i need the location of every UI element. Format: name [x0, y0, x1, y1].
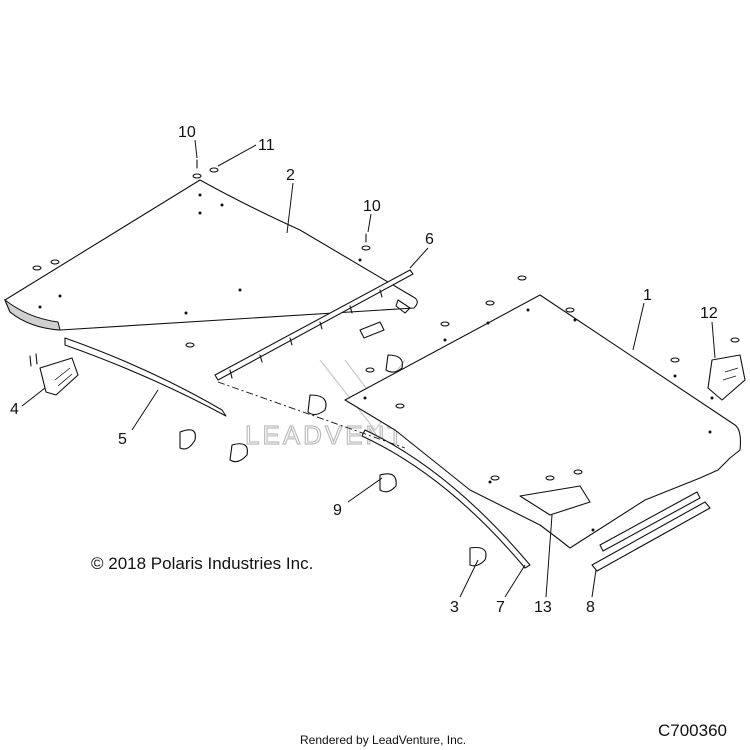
callout-12: 12 [700, 305, 718, 322]
callout-11: 11 [258, 137, 275, 154]
callout-9: 9 [333, 502, 342, 519]
plate [519, 485, 591, 516]
mount [707, 354, 746, 401]
callout-1: 1 [643, 287, 652, 304]
roof-panel-rear [3, 179, 418, 331]
callout-2: 2 [286, 167, 295, 184]
clamps [179, 354, 487, 567]
fasteners [32, 159, 740, 481]
assembly-centerline [217, 381, 406, 449]
diagram-code: C700360 [658, 721, 727, 740]
callout-10-upper: 10 [178, 124, 196, 141]
rendered-by-text: Rendered by LeadVenture, Inc. [300, 733, 466, 747]
seal-strip-rear [64, 337, 227, 417]
callout-7: 7 [496, 599, 505, 616]
seal-strip-front [361, 429, 531, 569]
roof-rail [214, 269, 414, 381]
copyright-text: © 2018 Polaris Industries Inc. [91, 554, 313, 573]
seal-strips-side [591, 491, 711, 572]
callout-10-lower: 10 [363, 198, 381, 215]
callouts: 1 2 3 4 5 6 7 8 9 10 10 11 12 13 [10, 124, 718, 616]
callout-4: 4 [10, 401, 19, 418]
roof-panel-front [344, 294, 741, 549]
callout-13: 13 [534, 599, 552, 616]
callout-5: 5 [118, 431, 127, 448]
callout-6: 6 [425, 231, 434, 248]
callout-3: 3 [450, 599, 459, 616]
callout-8: 8 [586, 599, 595, 616]
bracket [29, 353, 79, 396]
